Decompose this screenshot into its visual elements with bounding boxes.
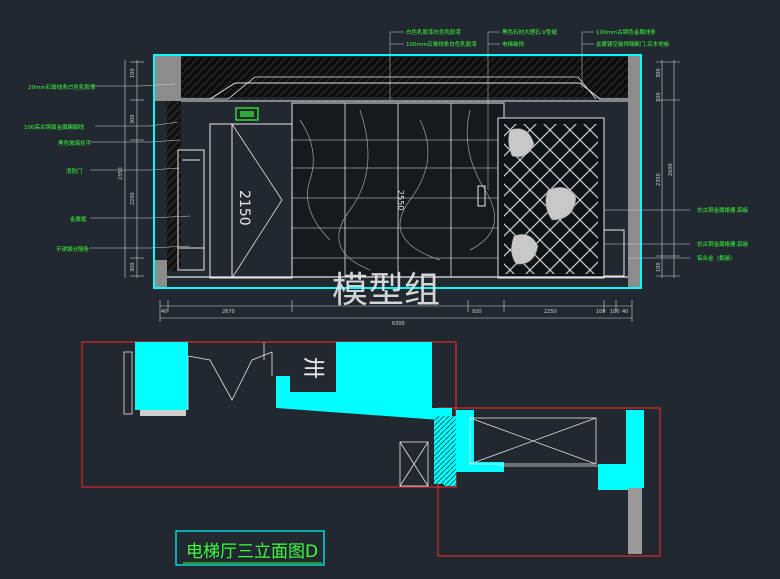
annotation-left-3: 黑色玻璃扶手 xyxy=(58,139,92,147)
wall-section-right xyxy=(628,56,640,287)
dim-bottom-7: 40 xyxy=(622,309,628,315)
annotation-top-3: 黑色石材大理石,V型缝 xyxy=(502,28,558,36)
dim-left-2: 300 xyxy=(130,114,136,124)
wall-section-left-top xyxy=(155,56,181,101)
annotation-left-2: 100高古铜面金属踢脚线 xyxy=(24,123,84,131)
annotation-top-2: 100mm石膏线条白色乳胶漆 xyxy=(406,40,477,48)
wall-cyan-2 xyxy=(276,342,452,420)
dim-right-1: 300 xyxy=(656,68,662,78)
panel-height-label: 2550 xyxy=(396,190,405,210)
annotation-left-4: 消防门 xyxy=(66,167,83,175)
wall-cyan-5 xyxy=(598,464,628,490)
door-height-label: 2150 xyxy=(236,190,252,226)
elevator-door: 2150 xyxy=(209,107,293,279)
annotation-left-6: 不锈钢分隔条 xyxy=(56,245,90,253)
dim-total-width: 6300 xyxy=(392,321,405,327)
drawing-title: 电梯厅三立面图D xyxy=(186,542,318,562)
dim-bottom-2: 2670 xyxy=(222,309,235,315)
annotation-left-1: 20mm石膏线条白色乳胶漆 xyxy=(28,83,96,91)
dim-left-3: 2200 xyxy=(130,192,136,205)
marble-panel: 2550 xyxy=(291,102,505,278)
drawing-title-block: 电梯厅三立面图D xyxy=(175,530,325,566)
dim-bottom-5: 100 xyxy=(596,309,606,315)
fire-cabinet xyxy=(177,149,205,271)
annotation-right-1: 仿古铜金属格栅,铝板 xyxy=(697,206,749,214)
wall-grey-right xyxy=(628,488,642,554)
dim-right-3: 2350 xyxy=(656,173,662,186)
dim-bottom-1: 40 xyxy=(161,309,167,315)
elevation-frame xyxy=(153,54,642,289)
dim-bottom-4: 2250 xyxy=(544,309,557,315)
dim-right-4: 2600 xyxy=(668,163,674,176)
annotation-top-1: 白色乳胶漆白色乳胶漆 xyxy=(406,28,462,36)
wall-cyan-1 xyxy=(135,342,188,410)
leaf-motif xyxy=(508,128,577,265)
dim-bottom-3: 920 xyxy=(472,309,482,315)
wall-cyan-6 xyxy=(626,410,644,488)
annotation-top-4: 电梯装饰 xyxy=(502,40,525,48)
annotation-right-2: 仿古铜金属格栅,铝板 xyxy=(697,240,749,248)
plan-view: 卅 xyxy=(81,341,661,557)
watermark: 模型组 xyxy=(332,270,440,311)
wall-section-left-bottom xyxy=(155,260,167,287)
exit-sign xyxy=(235,107,259,121)
annotation-left-5: 金属框 xyxy=(70,215,87,223)
dim-right-2: 100 xyxy=(656,92,662,102)
dim-bottom-6: 100 xyxy=(610,309,620,315)
annotation-top-6: 金属镂空装饰隔断门,实木地板 xyxy=(596,40,670,48)
lattice-screen xyxy=(497,117,625,279)
dim-right-5: 100 xyxy=(656,262,662,272)
plan-label: 卅 xyxy=(300,357,325,379)
dim-left-1: 100 xyxy=(130,68,136,78)
dim-left-4: 2350 xyxy=(118,167,124,180)
dim-left-5: 300 xyxy=(130,262,136,272)
elevation-view: 2150 2550 xyxy=(24,28,749,327)
annotation-top-5: 100mm古铜色金属线条 xyxy=(596,28,656,36)
annotation-right-3: 铝合金（氟碳） xyxy=(697,254,736,262)
wall-cyan-4 xyxy=(456,410,474,472)
